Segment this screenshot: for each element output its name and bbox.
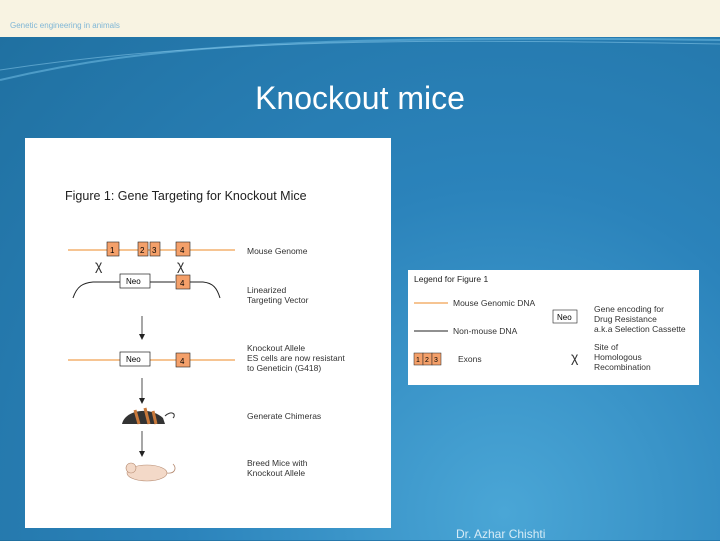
svg-text:Neo: Neo: [126, 277, 141, 286]
svg-text:3: 3: [434, 357, 438, 364]
legend-gene-3: a.k.a Selection Cassette: [594, 324, 686, 334]
neo-box-knockout: Neo: [120, 352, 150, 366]
label-chimeras: Generate Chimeras: [247, 411, 321, 421]
neo-box-vector: Neo: [120, 274, 150, 288]
svg-text:Neo: Neo: [126, 355, 141, 364]
figure-legend: Legend for Figure 1 Mouse Genomic DNA No…: [408, 270, 699, 385]
legend-exon-boxes: 1 2 3: [414, 353, 441, 365]
exon-box-4-vector: 4: [176, 275, 190, 289]
label-vector-1: Linearized: [247, 285, 286, 295]
gene-targeting-figure: Figure 1: Gene Targeting for Knockout Mi…: [25, 138, 391, 528]
exon-box-4: 4: [176, 242, 190, 256]
legend-mouse-dna: Mouse Genomic DNA: [453, 298, 536, 308]
legend-gene-1: Gene encoding for: [594, 304, 664, 314]
knockout-mouse-icon: [126, 463, 175, 481]
author-credit: Dr. Azhar Chishti: [456, 527, 545, 541]
label-vector-2: Targeting Vector: [247, 295, 309, 305]
legend-site-1: Site of: [594, 342, 619, 352]
svg-text:3: 3: [152, 246, 157, 255]
exon-box-3: 3: [150, 242, 160, 256]
exon-box-4-knockout: 4: [176, 353, 190, 367]
slide-title: Knockout mice: [0, 80, 720, 117]
legend-non-mouse-dna: Non-mouse DNA: [453, 326, 518, 336]
label-breed-2: Knockout Allele: [247, 468, 305, 478]
svg-text:2: 2: [425, 357, 429, 364]
svg-text:1: 1: [416, 357, 420, 364]
svg-text:1: 1: [110, 246, 115, 255]
label-breed-1: Breed Mice with: [247, 458, 308, 468]
svg-text:Neo: Neo: [557, 313, 572, 322]
chimera-mouse-icon: [122, 408, 174, 424]
label-mouse-genome: Mouse Genome: [247, 246, 308, 256]
exon-box-2: 2: [138, 242, 148, 256]
svg-text:2: 2: [140, 246, 145, 255]
label-ko-1: Knockout Allele: [247, 343, 305, 353]
legend-cross-icon: χ: [571, 349, 579, 365]
legend-title: Legend for Figure 1: [414, 274, 488, 284]
recombination-cross-icon: χ: [177, 257, 185, 273]
figure-title: Figure 1: Gene Targeting for Knockout Mi…: [65, 189, 307, 203]
recombination-cross-icon: χ: [95, 257, 103, 273]
exon-box-1: 1: [107, 242, 119, 256]
legend-site-3: Recombination: [594, 362, 651, 372]
svg-text:4: 4: [180, 357, 185, 366]
svg-text:4: 4: [180, 246, 185, 255]
label-ko-2: ES cells are now resistant: [247, 353, 345, 363]
label-ko-3: to Geneticin (G418): [247, 363, 321, 373]
legend-gene-2: Drug Resistance: [594, 314, 657, 324]
svg-text:4: 4: [180, 279, 185, 288]
breadcrumb: Genetic engineering in animals: [10, 21, 120, 30]
legend-site-2: Homologous: [594, 352, 642, 362]
legend-exons: Exons: [458, 354, 482, 364]
legend-neo-box: Neo: [553, 310, 577, 323]
